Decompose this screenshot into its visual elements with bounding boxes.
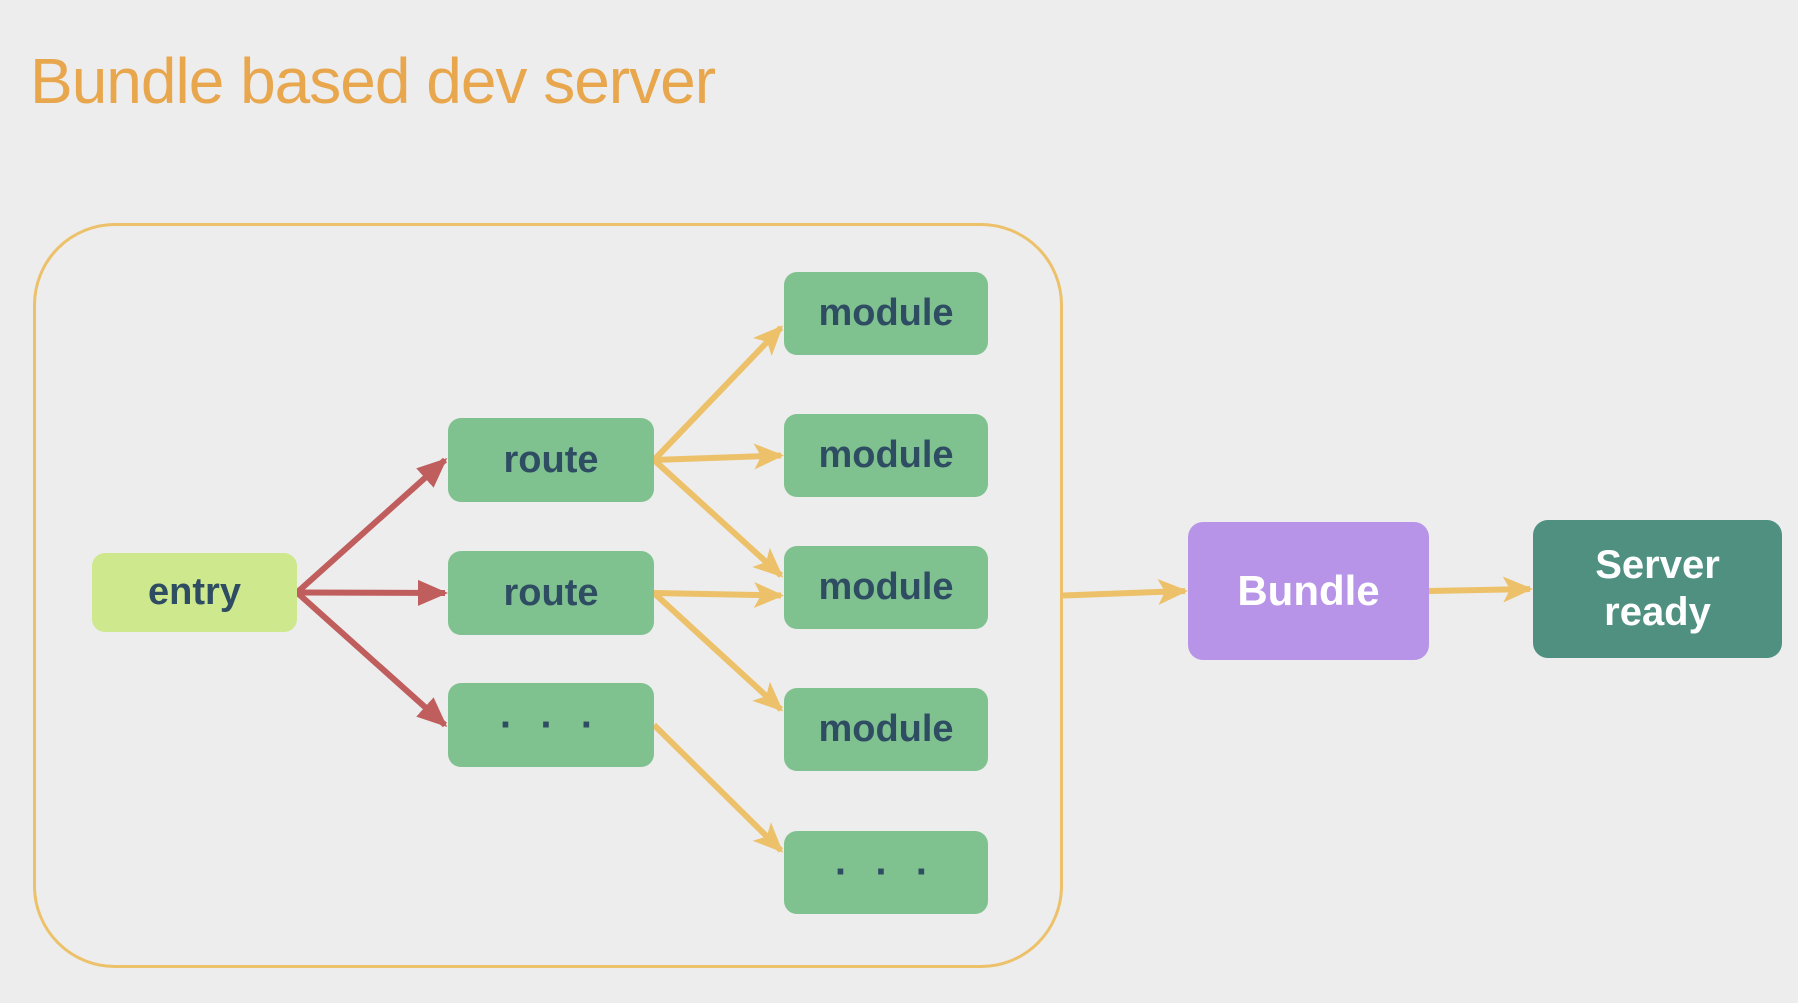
route-label: route <box>503 438 599 481</box>
bundle-label: Bundle <box>1237 567 1380 614</box>
route-ellipsis-node: · · · <box>448 683 654 767</box>
route-node: route <box>448 551 654 635</box>
module-node: module <box>784 272 988 355</box>
connection-arrow <box>1428 576 1533 603</box>
entry-node: entry <box>92 553 297 632</box>
ellipsis-label: · · · <box>834 850 938 894</box>
ellipsis-label: · · · <box>499 702 603 747</box>
route-node: route <box>448 418 654 502</box>
module-node: module <box>784 688 988 771</box>
entry-label: entry <box>148 571 241 613</box>
module-label: module <box>818 708 954 750</box>
module-label: module <box>818 292 954 334</box>
module-label: module <box>818 434 954 476</box>
page-title: Bundle based dev server <box>30 45 716 117</box>
module-label: module <box>818 566 954 608</box>
server-ready-node: Server ready <box>1533 520 1782 658</box>
bundle-node: Bundle <box>1188 522 1429 660</box>
connection-arrow <box>1062 579 1188 605</box>
route-label: route <box>503 571 599 614</box>
module-ellipsis-node: · · · <box>784 831 988 914</box>
server-ready-label: Server ready <box>1595 542 1720 634</box>
dev-server-boundary <box>33 223 1063 968</box>
module-node: module <box>784 414 988 497</box>
module-node: module <box>784 546 988 629</box>
